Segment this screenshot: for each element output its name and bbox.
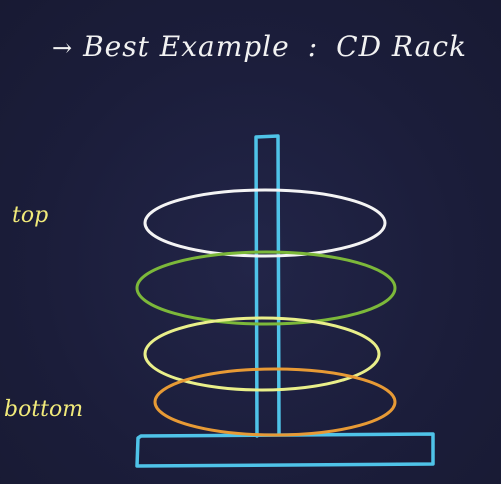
disc-orange bbox=[153, 367, 397, 437]
rack-rod bbox=[254, 134, 281, 438]
heading: → Best Example: CD Rack bbox=[52, 30, 467, 63]
heading-separator: : bbox=[307, 30, 319, 63]
arrow-icon: → bbox=[52, 34, 74, 62]
label-bottom: bottom bbox=[4, 397, 84, 422]
label-top: top bbox=[12, 203, 49, 228]
disc-white bbox=[143, 188, 387, 258]
disc-green bbox=[135, 250, 397, 326]
disc-yellow bbox=[143, 316, 381, 392]
heading-subject: CD Rack bbox=[336, 30, 467, 63]
rack-base bbox=[135, 432, 435, 468]
heading-text: Best Example bbox=[83, 30, 290, 63]
